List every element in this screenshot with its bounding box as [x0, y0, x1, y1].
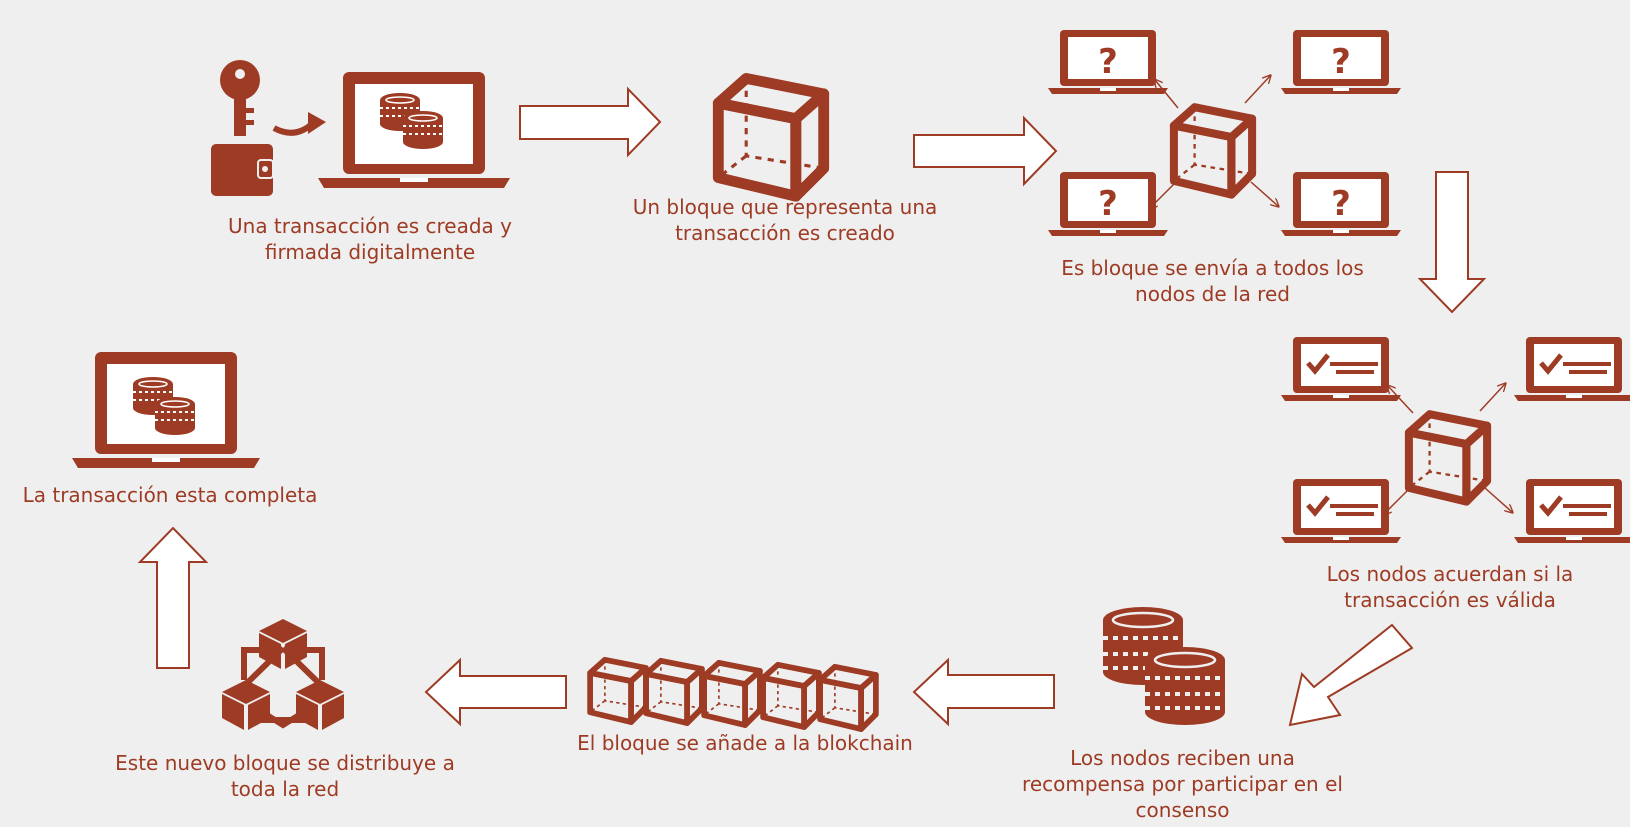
laptop-coins-icon [72, 352, 260, 468]
step-label-broadcast: Es bloque se envía a todos los nodos de … [1061, 256, 1364, 306]
flow-arrow-down [1417, 171, 1487, 314]
step-label-block: Un bloque que representa una transacción… [632, 195, 938, 245]
wallet-icon [211, 144, 274, 196]
laptop-coins-icon [318, 72, 510, 188]
flow-arrow-left [912, 657, 1055, 727]
svg-text:?: ? [1331, 184, 1351, 224]
step-label-create: Una transacción es creada y firmada digi… [228, 214, 512, 264]
blockchain-icon [590, 660, 876, 729]
svg-text:?: ? [1098, 184, 1118, 224]
step-label-complete: La transacción esta completa [22, 483, 318, 507]
broadcast-arrows [1150, 76, 1278, 208]
curved-arrow-icon [272, 112, 326, 136]
flow-arrow-right [913, 115, 1058, 187]
laptop-question-icon: ? ? ? ? [1048, 30, 1401, 236]
step-label-reward: Los nodos reciben una recompensa por par… [1022, 746, 1343, 822]
step-label-distribute: Este nuevo bloque se distribuye a toda l… [115, 751, 455, 801]
cube-icon [1174, 107, 1252, 194]
flow-arrow-right [519, 86, 662, 158]
network-cubes-icon [222, 619, 344, 730]
cube-icon [1409, 414, 1487, 501]
flow-arrow-down-left [1288, 623, 1414, 727]
flow-arrow-up [137, 526, 209, 669]
laptop-check-icon [1281, 337, 1630, 543]
flow-arrow-left [424, 657, 567, 727]
svg-text:?: ? [1331, 42, 1351, 82]
cube-icon [718, 78, 823, 196]
svg-text:?: ? [1098, 42, 1118, 82]
step-label-append: El bloque se añade a la blokchain [577, 731, 913, 755]
key-icon [220, 60, 260, 136]
coins-icon [1101, 605, 1227, 727]
step-label-validate: Los nodos acuerdan si la transacción es … [1326, 562, 1574, 612]
validation-arrows [1384, 384, 1512, 514]
